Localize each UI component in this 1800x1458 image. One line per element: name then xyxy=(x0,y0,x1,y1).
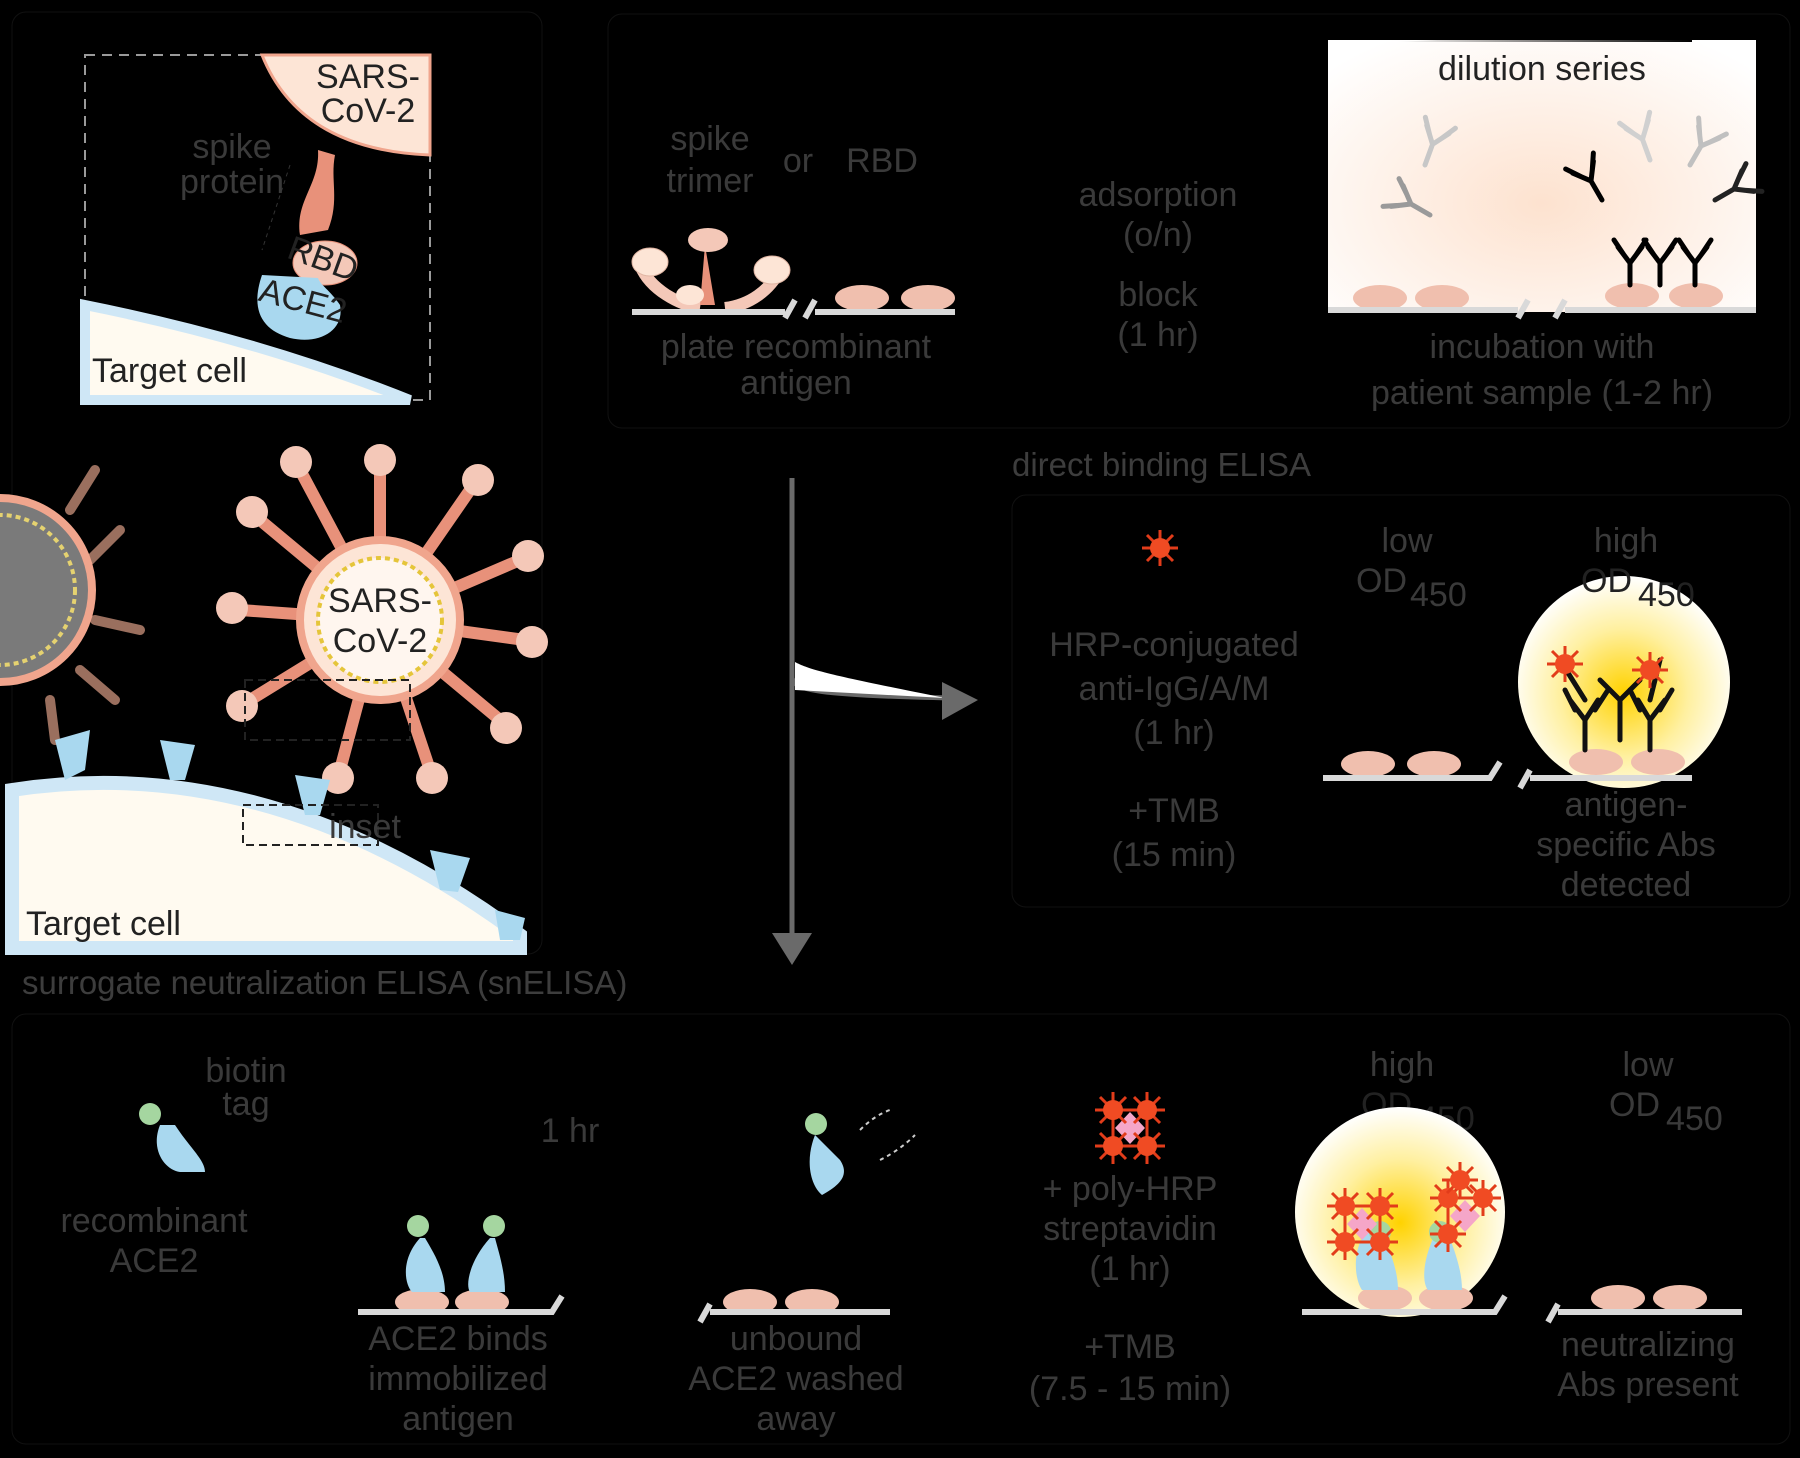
washed-ace2 xyxy=(723,1109,916,1315)
direct-caption-3: detected xyxy=(1561,866,1691,904)
sn-low-label: low xyxy=(1622,1046,1673,1084)
polyhrp-label-1: + poly-HRP xyxy=(1043,1170,1218,1208)
spike-trimer-label-1: spike xyxy=(670,120,749,158)
inset-cell-label: Target cell xyxy=(92,352,247,390)
inset-spike-stalk xyxy=(299,150,335,235)
sn-plate-1 xyxy=(358,1294,565,1315)
plate-surface-1 xyxy=(632,298,955,320)
unbound-label-1: unbound xyxy=(730,1320,862,1358)
polyhrp-label-2: streptavidin xyxy=(1043,1210,1217,1248)
direct-high-label: high xyxy=(1594,522,1658,560)
direct-hrp-2: anti-IgG/A/M xyxy=(1079,670,1270,708)
inset-virus-shape xyxy=(259,53,432,157)
inset-spike-label-1: spike xyxy=(192,128,271,166)
plate-surface-2 xyxy=(1328,298,1756,320)
spike-trimer-label-2: trimer xyxy=(667,162,754,200)
binds-label-3: antigen xyxy=(402,1400,514,1438)
bound-ace2 xyxy=(395,1215,509,1315)
sn-plate-4 xyxy=(1545,1302,1742,1324)
block-label-1: block xyxy=(1118,276,1198,314)
direct-hrp-1: HRP-conjugated xyxy=(1049,626,1298,664)
inset-rbd-blob xyxy=(292,240,358,286)
neutralizing-label-2: Abs present xyxy=(1557,1366,1739,1404)
direct-caption-1: antigen- xyxy=(1565,786,1688,824)
plate-caption-1: plate recombinant xyxy=(661,328,932,366)
dilution-label: dilution series xyxy=(1438,50,1646,88)
polyhrp-label-3: (1 hr) xyxy=(1089,1250,1170,1288)
polyhrp-icon xyxy=(1093,1090,1167,1166)
direct-high-od: OD xyxy=(1581,562,1632,600)
inset-ace2-shape xyxy=(257,275,341,340)
sn-low-od: OD xyxy=(1609,1086,1660,1124)
inset-virus-label-1: SARS- xyxy=(316,58,420,96)
recombinant-label-1: recombinant xyxy=(60,1202,248,1240)
dilution-wedge xyxy=(1395,28,1692,42)
biotin-label-1: biotin xyxy=(205,1052,286,1090)
biotin-icon xyxy=(139,1103,161,1125)
inset-virus-label-2: CoV-2 xyxy=(321,92,416,130)
incubation-caption-1: incubation with xyxy=(1430,328,1655,366)
direct-tmb-1: +TMB xyxy=(1128,792,1220,830)
plate-caption-2: antigen xyxy=(740,364,852,402)
direct-tmb-2: (15 min) xyxy=(1112,836,1237,874)
one-hr-label: 1 hr xyxy=(541,1112,600,1150)
dilution-box xyxy=(1328,40,1756,312)
direct-hrp-3: (1 hr) xyxy=(1133,714,1214,752)
sn-plate-2 xyxy=(697,1302,890,1324)
sn-high-label: high xyxy=(1370,1046,1434,1084)
binds-label-1: ACE2 binds xyxy=(368,1320,548,1358)
direct-low-label: low xyxy=(1381,522,1432,560)
incubation-caption-2: patient sample (1-2 hr) xyxy=(1371,374,1713,412)
inset-marker xyxy=(242,804,379,846)
unbound-label-3: away xyxy=(756,1400,835,1438)
free-ace2 xyxy=(156,1125,205,1172)
sn-plate-3 xyxy=(1302,1294,1508,1315)
hrp-icon xyxy=(1140,528,1180,568)
sn-low-od-sub: 450 xyxy=(1666,1100,1723,1138)
plated-spike-trimer xyxy=(631,228,791,314)
inset-spike-label-2: protein xyxy=(180,163,284,201)
direct-low-od-sub: 450 xyxy=(1410,576,1467,614)
direct-title: direct binding ELISA xyxy=(1012,446,1311,483)
adsorption-label-1: adsorption xyxy=(1079,176,1238,214)
sn-panel xyxy=(11,1013,1791,1445)
spike-pointer xyxy=(261,164,291,251)
direct-low-od: OD xyxy=(1356,562,1407,600)
partial-virus xyxy=(0,465,145,745)
virus-particle xyxy=(216,444,548,794)
direct-high-od-sub: 450 xyxy=(1638,576,1695,614)
binds-label-2: immobilized xyxy=(368,1360,548,1398)
virus-label-2: CoV-2 xyxy=(333,622,428,660)
block-label-2: (1 hr) xyxy=(1117,316,1198,354)
adsorption-label-2: (o/n) xyxy=(1123,216,1193,254)
overview-cell-label: Target cell xyxy=(26,905,181,943)
direct-high-antibodies xyxy=(1545,644,1685,775)
sn-tmb-2: (7.5 - 15 min) xyxy=(1029,1370,1231,1408)
rbd-label: RBD xyxy=(846,142,918,180)
sn-tmb-1: +TMB xyxy=(1084,1328,1176,1366)
inset-marker-label: inset xyxy=(329,808,401,846)
direct-high-plate xyxy=(1517,768,1692,790)
recombinant-label-2: ACE2 xyxy=(110,1242,199,1280)
cell-receptors xyxy=(55,730,525,940)
flow-arrows xyxy=(772,478,978,965)
neutralizing-label-1: neutralizing xyxy=(1561,1326,1735,1364)
virus-label-1: SARS- xyxy=(328,582,432,620)
biotin-label-2: tag xyxy=(222,1085,269,1123)
sn-title: surrogate neutralization ELISA (snELISA) xyxy=(22,964,627,1001)
direct-low-plate xyxy=(1323,760,1503,781)
inset-cell-shape xyxy=(80,298,412,405)
unbound-label-2: ACE2 washed xyxy=(688,1360,903,1398)
sn-high-complex xyxy=(1325,1160,1503,1311)
or-label: or xyxy=(783,142,813,180)
direct-caption-2: specific Abs xyxy=(1536,826,1716,864)
direct-high-glow xyxy=(1518,576,1730,788)
